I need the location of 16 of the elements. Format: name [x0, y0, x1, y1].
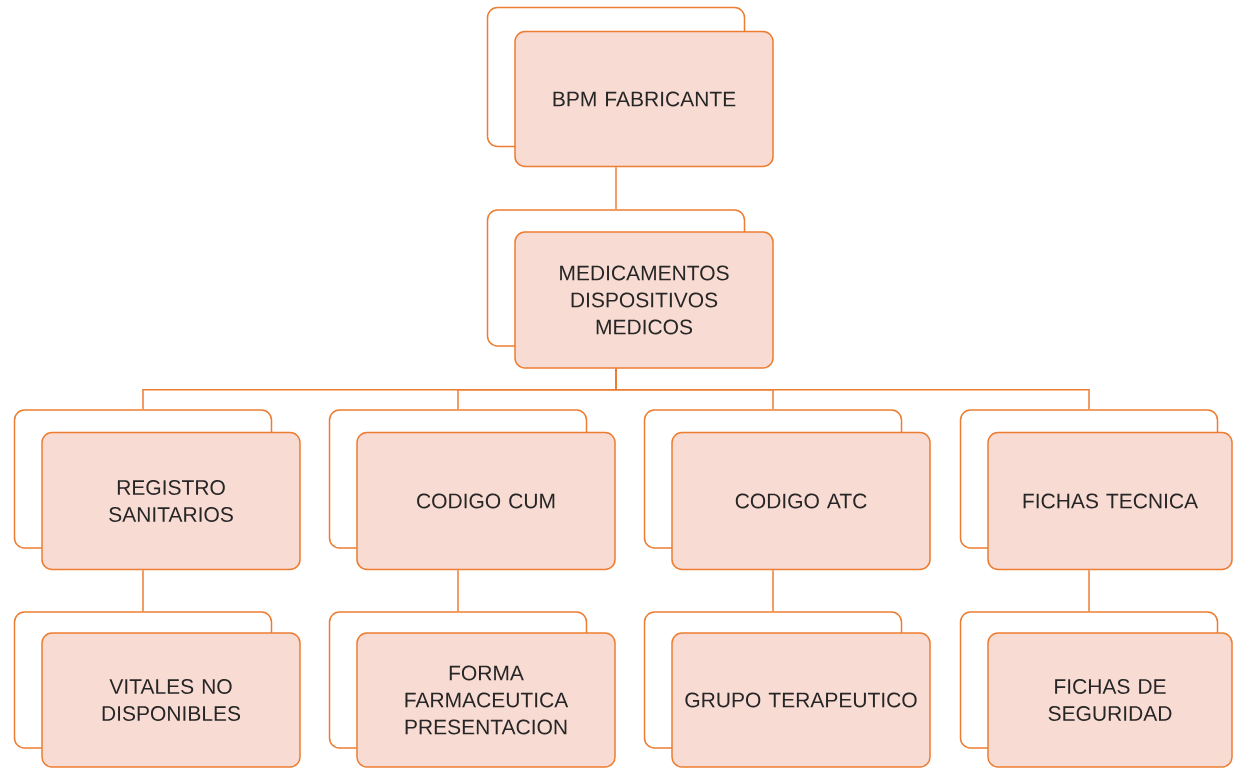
stacked-box: VITALES NO DISPONIBLES: [13, 611, 301, 768]
stacked-box: CODIGO CUM: [328, 409, 616, 571]
connector-line: [457, 569, 459, 612]
connector-line: [615, 166, 617, 210]
connector-line: [615, 368, 1090, 410]
stacked-box: FICHAS DE SEGURIDAD: [959, 611, 1233, 768]
stacked-box: BPM FABRICANTE: [486, 6, 774, 168]
stacked-box: FICHAS TECNICA: [959, 409, 1233, 571]
connector-line: [1088, 569, 1090, 612]
stacked-box: REGISTRO SANITARIOS: [13, 409, 301, 571]
stacked-box: CODIGO ATC: [643, 409, 931, 571]
stacked-box: FORMA FARMACEUTICA PRESENTACION: [328, 611, 616, 768]
stacked-box: MEDICAMENTOS DISPOSITIVOS MEDICOS: [486, 209, 774, 369]
connector-line: [772, 569, 774, 612]
connector-line: [142, 569, 144, 612]
stacked-box: GRUPO TERAPEUTICO: [643, 611, 931, 768]
